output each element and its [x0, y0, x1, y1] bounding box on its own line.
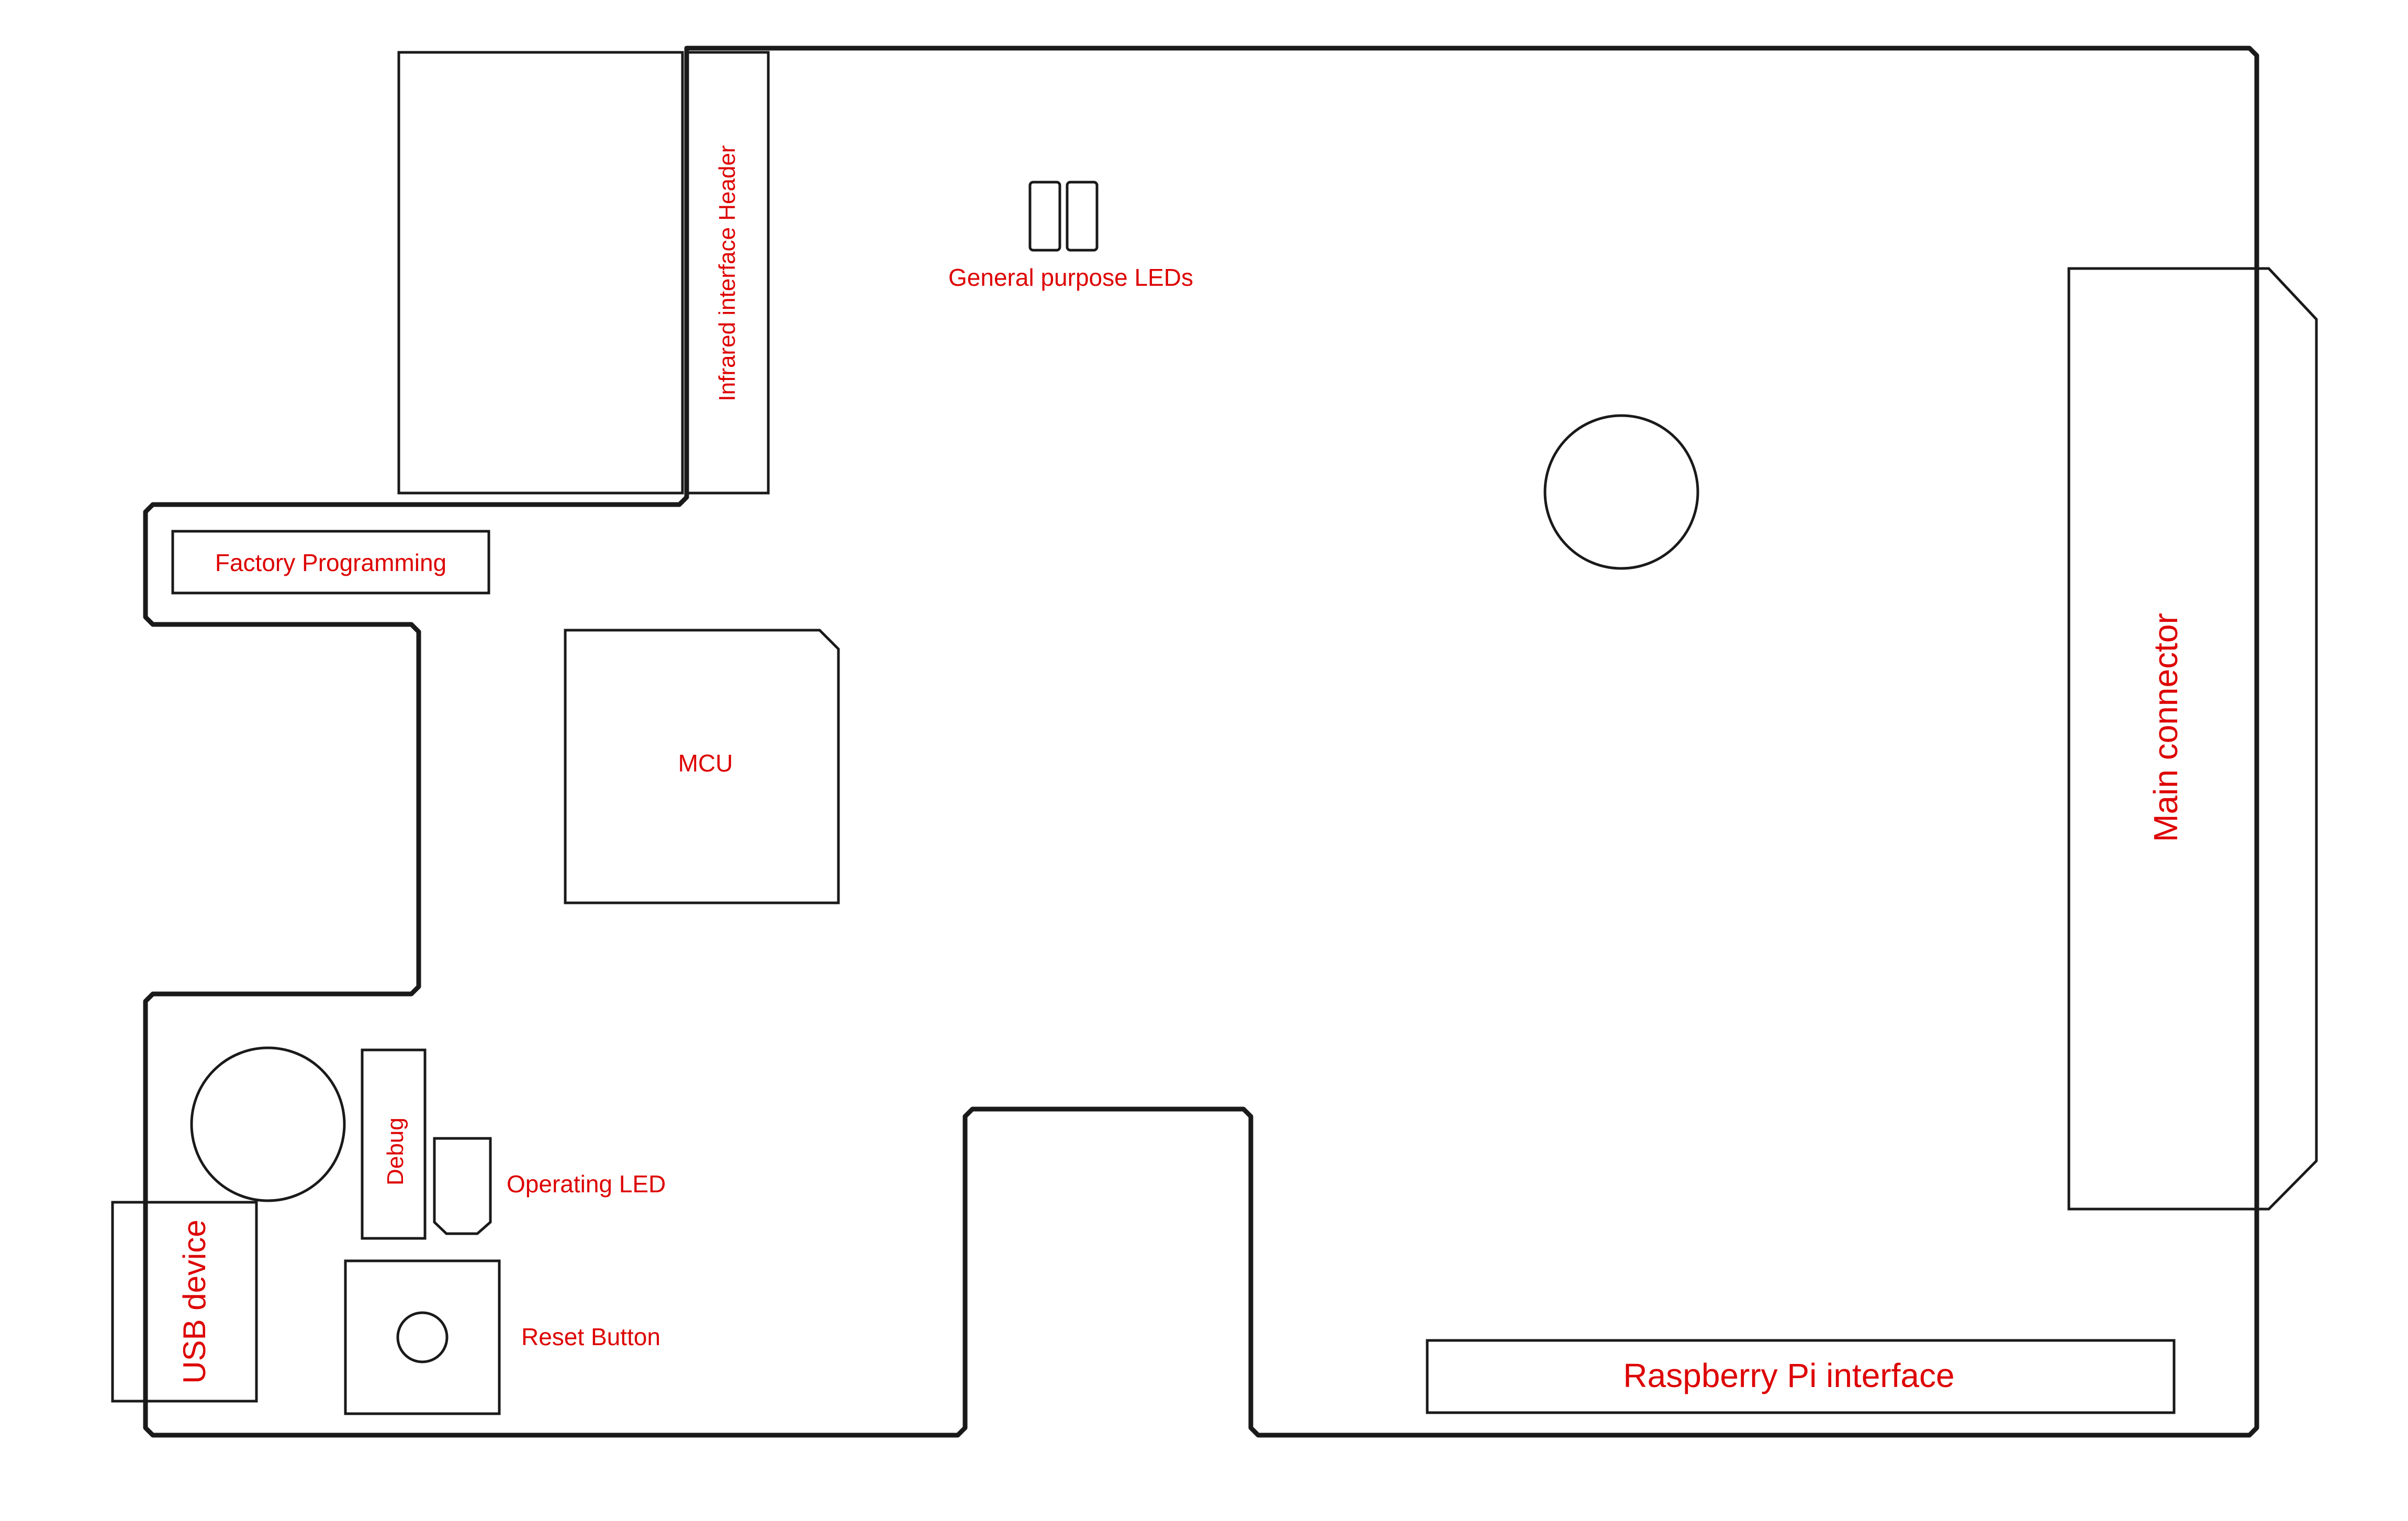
operating-led — [433, 1137, 492, 1235]
raspberry-pi-interface-label: Raspberry Pi interface — [1623, 1357, 1954, 1394]
factory-programming-header — [171, 530, 490, 595]
debug-label: Debug — [383, 1117, 408, 1186]
mcu-chip — [564, 629, 840, 904]
main-connector — [2067, 267, 2318, 1211]
operating-led-label: Operating LED — [507, 1170, 666, 1198]
debug-header — [361, 1048, 427, 1240]
raspberry-pi-interface — [1426, 1339, 2176, 1414]
infrared-header-label: Infrared interface Header — [714, 145, 740, 401]
infrared-header — [685, 51, 770, 495]
led-right — [1066, 181, 1099, 252]
reset-button-cap — [396, 1311, 449, 1363]
usb-device-connector — [111, 1201, 258, 1403]
factory-programming-label: Factory Programming — [215, 549, 446, 576]
board-outline — [143, 46, 2259, 1438]
main-connector-label: Main connector — [2147, 613, 2185, 842]
usb-device-label: USB device — [177, 1220, 212, 1383]
mcu-label: MCU — [678, 750, 733, 777]
infrared-block — [397, 51, 684, 495]
general-purpose-leds-label: General purpose LEDs — [948, 264, 1193, 291]
battery-holder — [190, 1046, 346, 1202]
mounting-hole — [1543, 414, 1699, 570]
reset-button-label: Reset Button — [521, 1323, 660, 1350]
reset-button-body — [344, 1259, 501, 1415]
led-left — [1028, 181, 1061, 252]
